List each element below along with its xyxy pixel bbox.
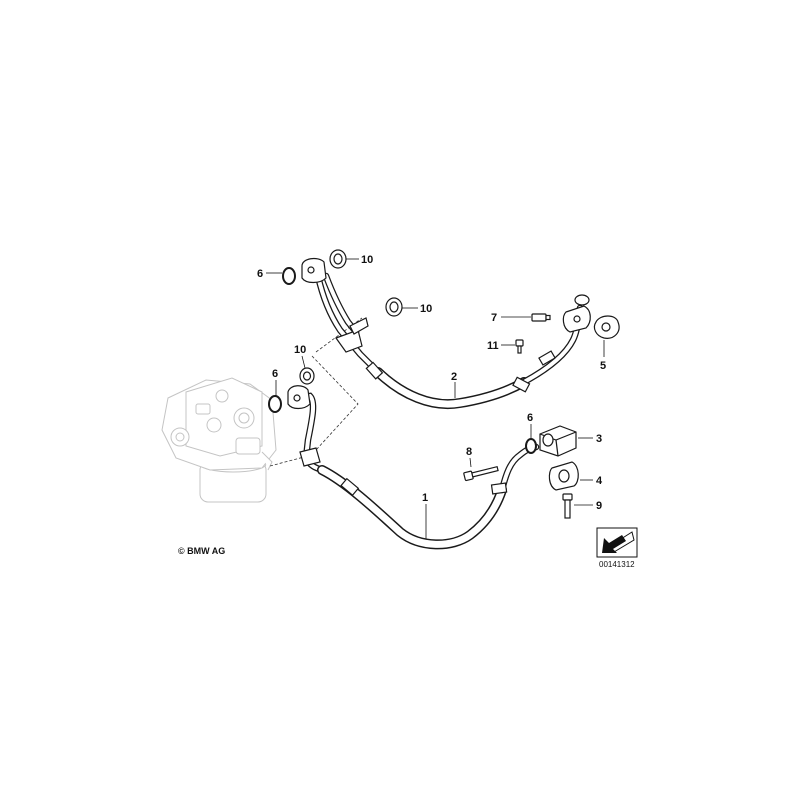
callout-11: 11 <box>487 340 499 352</box>
callout-7: 7 <box>491 312 497 324</box>
connector-block-3 <box>539 425 577 457</box>
callout-6-left: 6 <box>272 368 278 380</box>
o-ring-top <box>282 267 296 285</box>
bolt-11 <box>515 339 524 354</box>
callout-9: 9 <box>596 500 602 512</box>
callout-3: 3 <box>596 433 602 445</box>
o-ring-right <box>525 438 537 454</box>
callout-6-right: 6 <box>527 412 533 424</box>
callout-1: 1 <box>422 492 428 504</box>
hose-assembly-2 <box>301 257 591 409</box>
callout-5: 5 <box>600 360 606 372</box>
bolt-8 <box>463 465 499 482</box>
copyright-text: © BMW AG <box>178 546 225 556</box>
callout-8: 8 <box>466 446 472 458</box>
orientation-arrow-icon <box>596 527 638 558</box>
bolt-9 <box>562 493 573 519</box>
callout-10-lower: 10 <box>294 344 306 356</box>
leader-lines <box>266 258 605 539</box>
grommet-top <box>329 249 347 269</box>
grommet-middle <box>385 297 403 317</box>
callout-2: 2 <box>451 371 457 383</box>
callout-6-top: 6 <box>257 268 263 280</box>
callout-10-middle: 10 <box>420 303 432 315</box>
callout-4: 4 <box>596 475 603 487</box>
callout-labels: 6 10 10 7 11 5 2 10 6 6 3 8 4 9 1 <box>257 254 606 512</box>
gasket-4 <box>548 461 579 491</box>
o-ring-left <box>268 395 282 413</box>
hose-assembly-1 <box>287 385 540 550</box>
bolt-7 <box>531 313 551 322</box>
gasket-5 <box>593 315 620 339</box>
grommet-lower <box>299 367 315 385</box>
small-parts <box>268 249 620 519</box>
engine-ghost <box>161 377 277 503</box>
diagram-id: 00141312 <box>599 560 635 569</box>
callout-10-top: 10 <box>361 254 373 266</box>
